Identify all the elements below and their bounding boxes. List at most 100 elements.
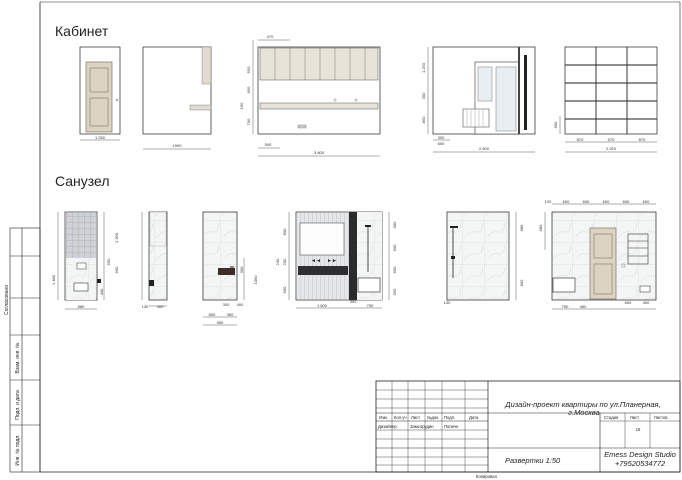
tb-col-sheet: Лист [411,415,420,420]
tb-col-count: Кол.уч [394,415,407,420]
dim-b4-v4: 600 [282,286,287,293]
dim-b5-v1: 680 [519,224,524,231]
stamp-agreed: Согласовано [4,285,10,315]
dim-b2-a: 130 [142,304,149,309]
dim-b5-v2: 800 [519,279,524,286]
dim-shelf-a: 870 [577,137,584,142]
dim-b3-b1: 300 [223,302,230,307]
bathtub [357,277,381,293]
cabinet-elevation-window: 1 250 300 850 300 600 2 600 [421,46,536,153]
dim-shelf-c: 870 [639,137,646,142]
towel-rail [627,233,649,265]
dim-b6-left: 680 [538,224,543,231]
tb-studio: Emess Design Studio [604,450,676,459]
tb-role-designer: Дизайнер [378,424,397,429]
dim-win-total: 2 600 [479,146,490,151]
dim-b3-v1: 1060 [253,275,258,285]
title-block: Изм. Кол.уч Лист №док. Подп. Дата Дизайн… [375,380,681,479]
dim-b6-top4: 600 [603,199,610,204]
vanity-top [298,266,348,275]
dim-b5-a: 130 [444,300,451,305]
dim-b4-r1: 600 [392,221,397,228]
bathroom-elevation-vanity: 1060 300 300 400 600 350 950 [202,211,258,326]
dim-b3-c2: 350 [227,312,234,317]
bathroom-elevation-door: 120 600 600 600 600 600 680 750 460 600 … [538,199,657,310]
dim-b6-top1: 120 [545,199,552,204]
dim-cab-total: 3 800 [314,150,325,155]
dim-b1-v3: 500 [106,258,111,265]
cabinet-elevation-wardrobe: 470 550 650 160 700 500 3 800 [239,34,381,157]
dim-b1-height: 1 480 [51,274,56,285]
tb-sheets: Листов [654,415,668,420]
dim-b2-b: 400 [157,304,164,309]
cabinet-elevation-shelving: 600 870 570 870 2 910 [553,46,658,153]
dim-b1-width: 880 [78,304,85,309]
dim-b3-total: 950 [217,320,224,325]
tb-drawing-title: Развертки 1:50 [505,456,561,465]
door-leaf [85,61,113,133]
side-stamp: Согласовано Взам. инв. № Подп. и дата Ин… [4,227,41,473]
dim-b3-v2: 300 [239,266,244,273]
dim-cab-v1: 550 [246,66,251,73]
tb-copied: Копировал [476,474,498,479]
dim-shelf-side: 600 [553,121,558,128]
bathroom-elevation-toilet: 1 480 1 390 600 500 440 880 [51,211,119,310]
dim-b6-top5: 600 [623,199,630,204]
bathroom-elevation-shower: 680 800 130 [444,211,524,305]
tb-project: Дизайн-проект квартиры по ул.Планерная, … [504,400,662,417]
tb-col-doc: №док. [427,415,439,420]
tb-sheet-number: 16 [636,427,641,432]
dim-b1-v2: 600 [114,266,119,273]
dim-win-b2: 600 [438,141,445,146]
bathroom-door [589,227,617,300]
dim-win-top: 1 250 [421,62,426,73]
section-title-bathroom: Санузел [55,173,110,189]
stamp-sign-date: Подп. и дата [15,390,21,420]
cabinet-elevation-wall: 1900 [142,46,212,150]
dim-b6-b3: 600 [625,300,632,305]
dim-b1-v1: 1 390 [114,232,119,243]
dim-cab-door-width: 1 250 [95,135,106,140]
arrow-left-icon: ◄◄ [311,258,321,264]
tb-stage: Стадия [604,415,618,420]
dim-cab-left: 500 [265,142,272,147]
dim-cab-top: 470 [267,34,274,39]
dim-win-mid: 300 [421,92,426,99]
dim-cab-wall2-width: 1900 [173,143,183,148]
bathroom-elevation-long-wall: ◄◄ ►► 800 240 200 600 600 600 600 560 1 … [275,211,397,309]
dim-b4-v2: 240 [275,258,280,265]
tb-phone: +79520534772 [615,459,666,468]
section-title-cabinet: Кабинет [55,23,109,39]
dim-b4-r3: 600 [392,266,397,273]
dim-b6-b4: 400 [643,300,650,305]
stamp-inv-replace: Взам. инв. № [15,343,21,374]
arrow-right-icon: ►► [327,258,337,264]
dim-b6-top2: 600 [563,199,570,204]
tb-designer-name: Замсорудин [410,424,434,429]
dim-win-low: 850 [421,116,426,123]
dim-b4-v3: 200 [282,258,287,265]
tb-designer-sign: Попиче [444,424,459,429]
dim-b6-b1: 750 [562,304,569,309]
tb-sheet: Лист [630,415,639,420]
tb-col-date: Дата [469,415,479,420]
cabinet-elevation-door: 1 250 [79,46,121,141]
dim-b4-r4: 560 [392,288,397,295]
dim-b4-total: 1 600 [317,303,328,308]
bathroom-elevation-narrow: 130 400 [142,211,168,309]
dim-shelf-b: 570 [608,137,615,142]
dim-b4-r2: 600 [392,244,397,251]
dim-b6-top3: 600 [583,199,590,204]
tb-col-sign: Подп. [444,415,455,420]
dim-cab-v4: 700 [246,118,251,125]
dim-b3-b2: 400 [237,302,244,307]
stamp-inv-orig: Инв. № подл. [15,434,21,465]
dim-win-b1: 300 [438,135,445,140]
dim-b4-b: 750 [367,303,374,308]
mirror [299,222,345,256]
dim-cab-v3: 160 [239,102,244,109]
dim-b6-top6: 600 [643,199,650,204]
dim-b3-c1: 600 [209,312,216,317]
dim-b6-b2: 460 [580,304,587,309]
dim-shelf-total: 2 910 [606,146,617,151]
